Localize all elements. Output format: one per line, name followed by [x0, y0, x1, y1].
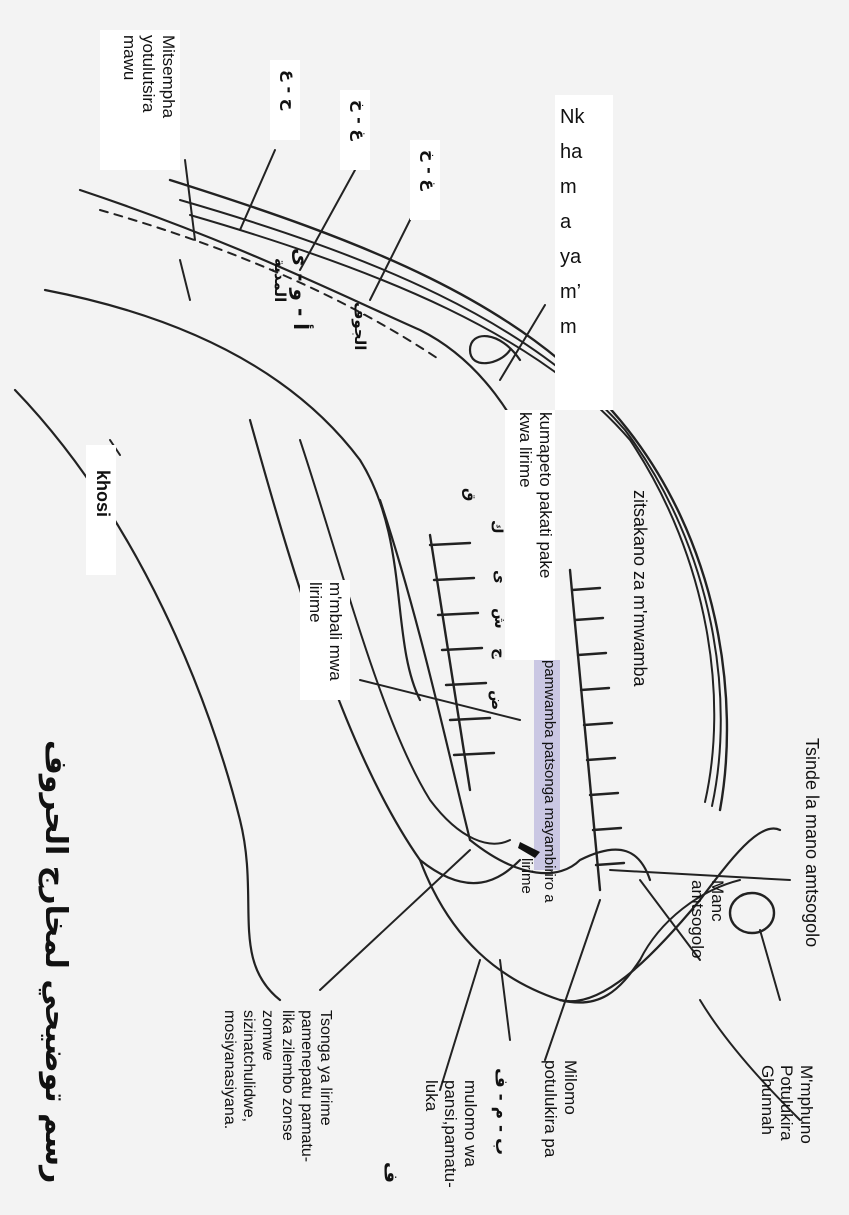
label-tsonga: Tsonga ya lirime pamenepatu pamatu- lika…	[220, 1010, 335, 1162]
marker-throat-top: ح - ع	[280, 70, 298, 110]
vertical-heading-line: ha	[560, 135, 610, 170]
label-line: Ghunnah	[757, 1065, 777, 1144]
label-line: M'mphuno	[796, 1065, 816, 1144]
milomo-letters: ب - م - ف	[490, 1068, 510, 1155]
label-mmbali: m'mbali mwa lirime	[306, 582, 345, 681]
marker-q2: ك	[488, 520, 505, 534]
label-line: Milomo	[560, 1060, 580, 1157]
label-zitsakano: zitsakano za m'mwamba	[629, 490, 650, 687]
marker-madd: أ - و - ى	[289, 248, 312, 330]
label-tsinde: Tsinde la mano amtsogolo	[801, 738, 822, 947]
label-line: m'mbali mwa	[325, 582, 345, 681]
label-line: kwa lirime	[516, 412, 536, 578]
label-line: sizinatchulidwe,	[239, 1010, 258, 1162]
marker-madd-word: المدية	[271, 258, 288, 302]
marker-sh: ش	[491, 608, 508, 629]
vertical-heading-line: m’	[560, 275, 610, 310]
marker-d: ض	[488, 690, 505, 710]
label-line: amtsogolo	[688, 880, 708, 958]
label-line: Manc	[707, 880, 727, 958]
label-line: pansi,pamatu-	[441, 1080, 461, 1188]
label-manc: Manc amtsogolo	[688, 880, 727, 958]
label-line: zomwe	[258, 1010, 277, 1162]
marker-j: ج	[491, 648, 508, 659]
label-line: Potulukira	[777, 1065, 797, 1144]
label-line: luka	[421, 1080, 441, 1188]
marker-q1: ق	[461, 488, 478, 501]
vertical-heading: Nk ha m a ya m’ m	[560, 100, 610, 345]
marker-throat-mid: غ - خ	[350, 100, 368, 140]
label-line: kumapeto pakati pake	[535, 412, 555, 578]
label-line: Tsonga ya lirime	[316, 1010, 335, 1162]
marker-y: ى	[491, 570, 508, 584]
label-line: mulomo wa	[460, 1080, 480, 1188]
label-lirime-small: lirime	[518, 858, 535, 894]
label-khosi: khosi	[92, 470, 113, 517]
vertical-heading-line: a	[560, 205, 610, 240]
marker-jawf: الجوف	[351, 302, 368, 350]
label-line: Mitsempha	[158, 35, 178, 118]
label-line: lika zilembo zonse	[277, 1010, 296, 1162]
label-line: mawu	[119, 35, 139, 118]
diagram-title-arabic: رسم توضيحي لمخارج الحروف	[38, 740, 73, 1183]
label-line: mosiyanasiyana.	[220, 1010, 239, 1162]
label-line: pamenepatu pamatu-	[297, 1010, 316, 1162]
marker-throat-low: غ - خ	[420, 150, 438, 190]
label-pamwamba: pamwamba patsonga mayambiriro a	[541, 660, 558, 903]
vertical-heading-line: Nk	[560, 100, 610, 135]
vertical-heading-line: m	[560, 170, 610, 205]
label-mulomo-wa: mulomo wa pansi,pamatu- luka	[421, 1080, 480, 1188]
vertical-heading-line: ya	[560, 240, 610, 275]
label-line: lirime	[306, 582, 326, 681]
mulomo-letter: ف	[379, 1162, 400, 1183]
label-line: potulukira pa	[541, 1060, 561, 1157]
label-mitsempha: Mitsempha yotulutsira mawu	[119, 35, 178, 118]
label-kumapeto: kumapeto pakati pake kwa lirime	[516, 412, 555, 578]
label-line: yotulutsira	[139, 35, 159, 118]
vertical-heading-line: m	[560, 310, 610, 345]
label-milomo: Milomo potulukira pa	[541, 1060, 580, 1157]
label-mphuno: M'mphuno Potulukira Ghunnah	[757, 1065, 816, 1144]
